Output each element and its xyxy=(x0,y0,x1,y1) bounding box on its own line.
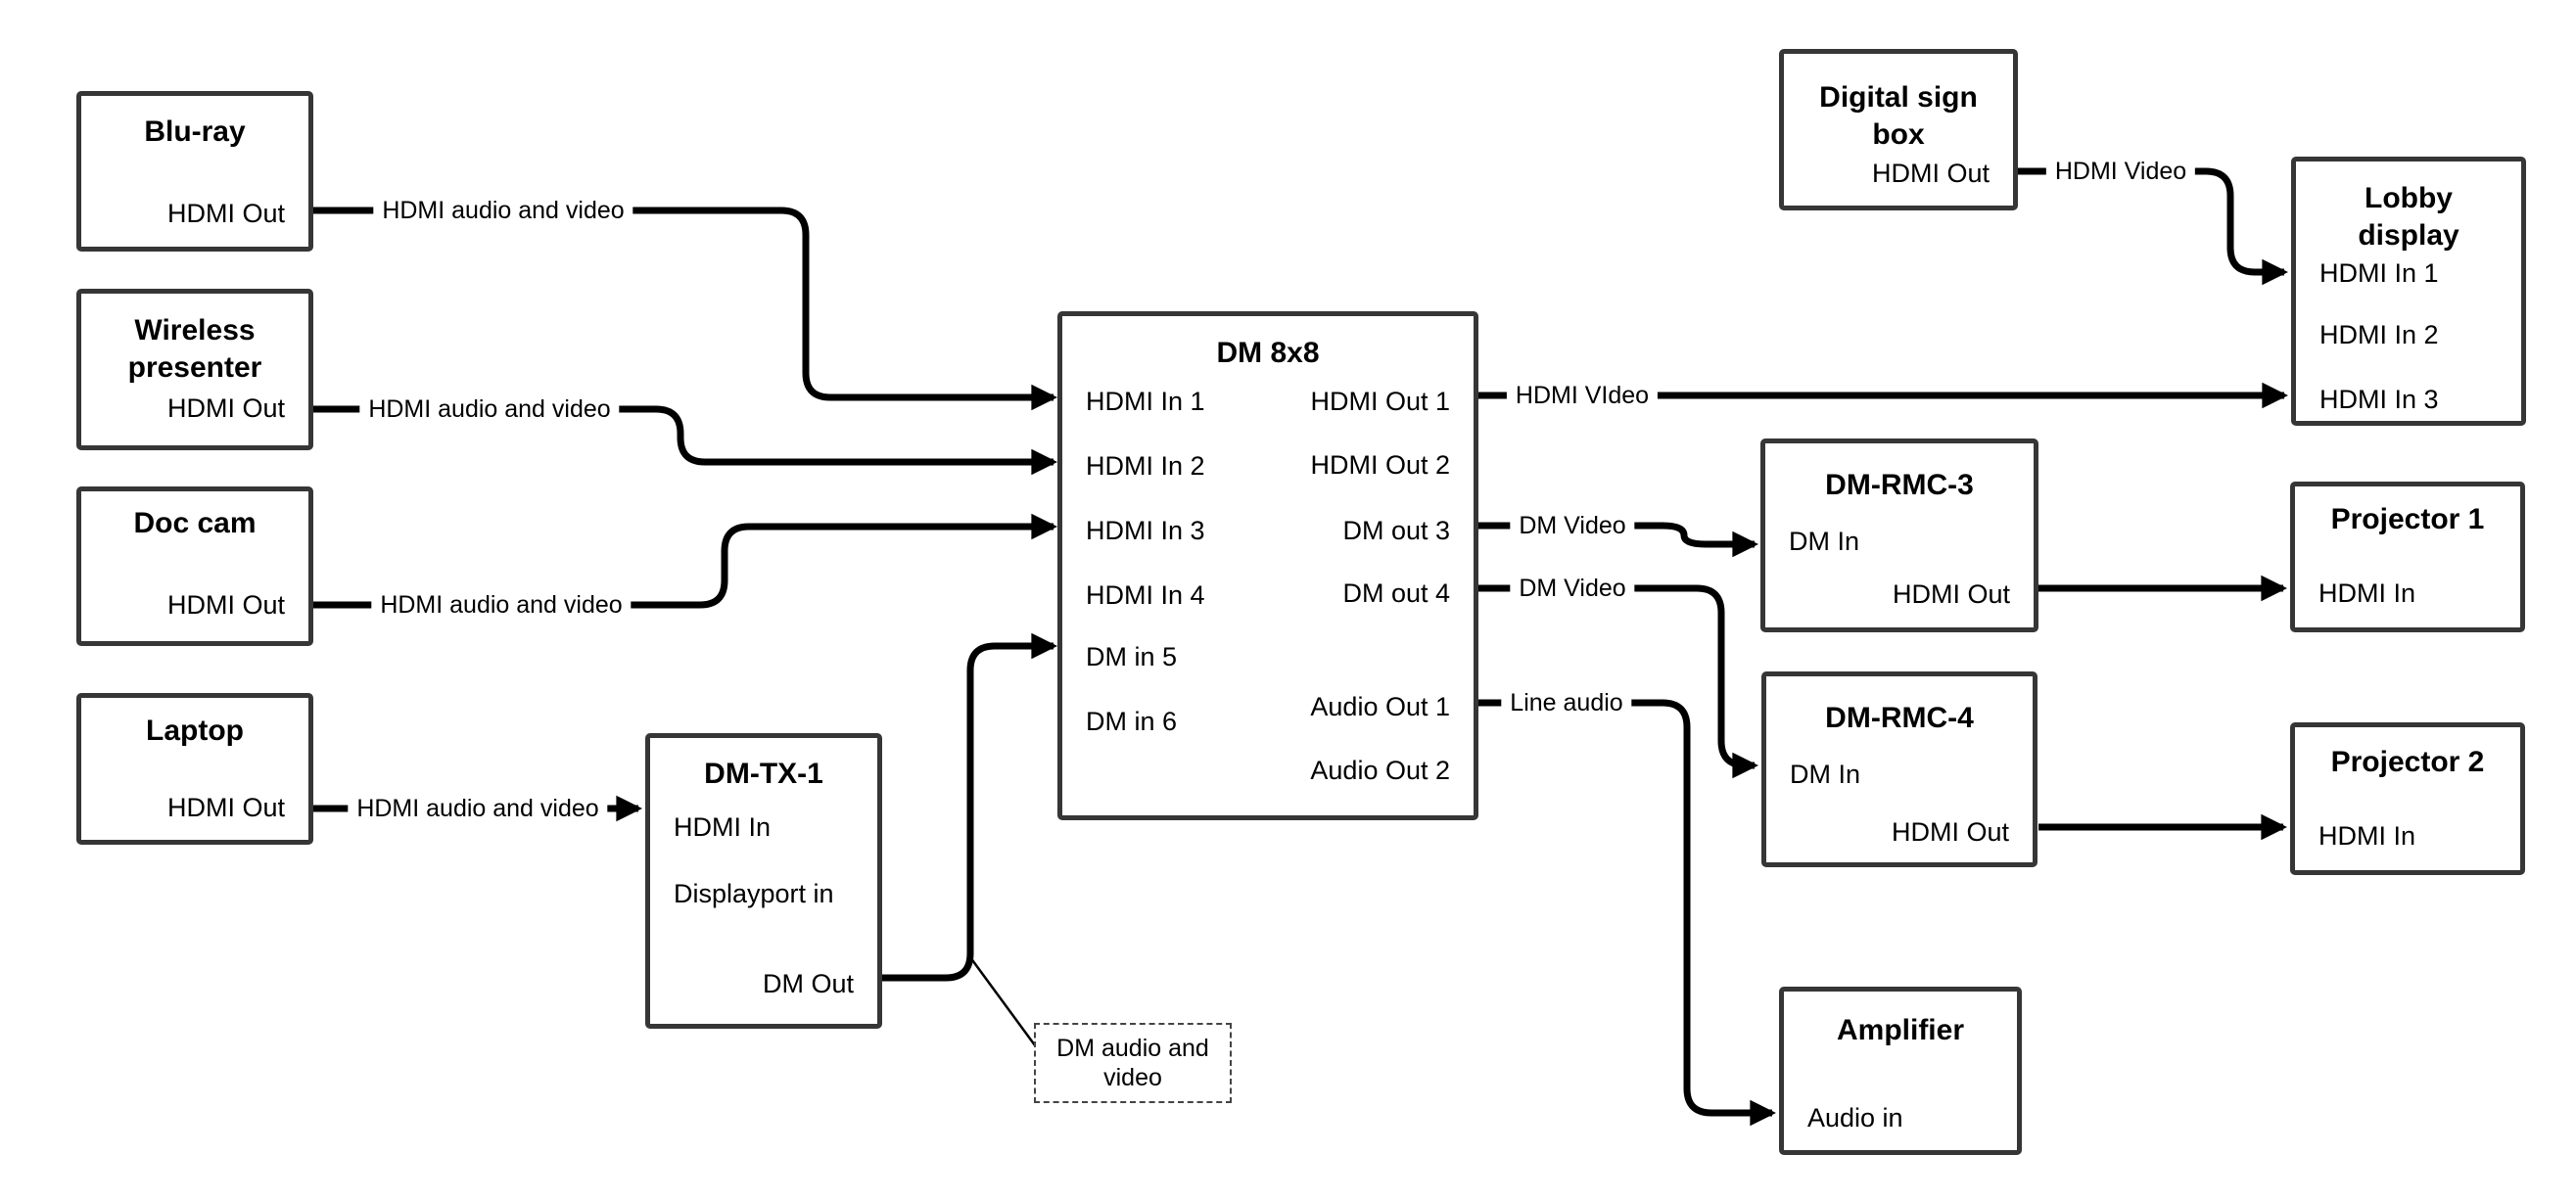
port-hdmi-in-3: HDMI In 3 xyxy=(1086,516,1205,545)
port-hdmi-in-3: HDMI In 3 xyxy=(2319,385,2439,414)
port-hdmi-out: HDMI Out xyxy=(1871,159,1990,188)
port-hdmi-in-1: HDMI In 1 xyxy=(2319,258,2439,288)
port-hdmi-in: HDMI In xyxy=(2318,578,2416,608)
port-dm-out-4: DM out 4 xyxy=(1342,578,1450,608)
port-hdmi-in: HDMI In xyxy=(2318,821,2416,851)
box-title: Blu-ray xyxy=(144,115,246,148)
wire-label-dm-video-out3: DM Video xyxy=(1510,511,1635,540)
device-box-dm-8x8: DM 8x8 HDMI In 1 HDMI In 2 HDMI In 3 HDM… xyxy=(1057,311,1478,820)
wire-label-hdmi-av-doccam: HDMI audio and video xyxy=(371,590,632,620)
wire-label-hdmi-av-bluray: HDMI audio and video xyxy=(373,196,633,225)
annotation-text: DM audio and video xyxy=(1056,1035,1209,1091)
box-title: Wireless presenter xyxy=(127,314,262,384)
device-box-projector-2: Projector 2 HDMI In xyxy=(2290,722,2525,875)
port-hdmi-out-2: HDMI Out 2 xyxy=(1310,450,1450,480)
port-audio-out-1: Audio Out 1 xyxy=(1310,692,1450,721)
wire-dm8x8-audio1-to-amp xyxy=(1478,699,1776,1127)
box-title: Lobby display xyxy=(2358,182,2459,252)
device-box-bluray: Blu-ray HDMI Out xyxy=(76,91,313,252)
wire-bluray-to-dm8x8-in1 xyxy=(313,207,1057,411)
port-hdmi-out-1: HDMI Out 1 xyxy=(1310,387,1450,416)
port-dm-in-5: DM in 5 xyxy=(1086,642,1178,671)
wire-dmtx1-to-dm8x8-in5 xyxy=(882,632,1057,982)
wire-label-line-audio: Line audio xyxy=(1501,688,1632,717)
port-dm-in-6: DM in 6 xyxy=(1086,707,1178,736)
device-box-wireless-presenter: Wireless presenter HDMI Out xyxy=(76,289,313,450)
wire-label-hdmi-video-sign: HDMI Video xyxy=(2045,157,2196,186)
box-title: Doc cam xyxy=(133,507,257,539)
device-box-laptop: Laptop HDMI Out xyxy=(76,693,313,845)
wire-digital-sign-to-lobby-in1 xyxy=(2018,167,2288,286)
port-dm-out: DM Out xyxy=(762,969,854,998)
box-title: Digital sign box xyxy=(1819,81,1978,151)
device-box-dm-rmc-4: DM-RMC-4 DM In HDMI Out xyxy=(1761,671,2037,867)
port-hdmi-in-2: HDMI In 2 xyxy=(1086,451,1205,481)
wire-doccam-to-dm8x8-in3 xyxy=(313,513,1057,609)
port-hdmi-in: HDMI In xyxy=(674,812,772,842)
box-title: Projector 2 xyxy=(2330,746,2485,778)
port-hdmi-in-1: HDMI In 1 xyxy=(1086,387,1205,416)
note-leader-line xyxy=(968,956,1037,1046)
box-title: Laptop xyxy=(146,715,244,747)
port-audio-out-2: Audio Out 2 xyxy=(1310,756,1450,785)
device-box-digital-sign: Digital sign box HDMI Out xyxy=(1779,49,2018,210)
device-box-projector-1: Projector 1 HDMI In xyxy=(2290,482,2525,632)
device-box-doc-cam: Doc cam HDMI Out xyxy=(76,486,313,646)
port-hdmi-out: HDMI Out xyxy=(1891,817,2009,847)
wire-dm8x8-out3-to-rmc3 xyxy=(1478,522,1758,558)
wire-wireless-to-dm8x8-in2 xyxy=(313,405,1057,476)
port-hdmi-out: HDMI Out xyxy=(166,199,285,228)
port-hdmi-out: HDMI Out xyxy=(166,393,285,423)
port-dm-in: DM In xyxy=(1790,760,1861,789)
port-hdmi-out: HDMI Out xyxy=(166,793,285,822)
device-box-lobby-display: Lobby display HDMI In 1 HDMI In 2 HDMI I… xyxy=(2291,157,2526,426)
wire-label-hdmi-av-laptop: HDMI audio and video xyxy=(348,794,608,823)
device-box-amplifier: Amplifier Audio in xyxy=(1779,987,2022,1155)
port-hdmi-out: HDMI Out xyxy=(166,590,285,620)
port-hdmi-out: HDMI Out xyxy=(1892,579,2010,609)
wire-label-hdmi-video-out1: HDMI VIdeo xyxy=(1506,381,1659,410)
device-box-dm-tx-1: DM-TX-1 HDMI In Displayport in DM Out xyxy=(645,733,882,1029)
port-dm-out-3: DM out 3 xyxy=(1342,516,1450,545)
box-title: DM-RMC-3 xyxy=(1825,469,1974,501)
box-title: DM-TX-1 xyxy=(704,758,823,790)
wire-label-hdmi-av-wireless: HDMI audio and video xyxy=(359,394,620,424)
annotation-dm-audio-video: DM audio and video xyxy=(1034,1023,1232,1103)
wire-dm8x8-out4-to-rmc4 xyxy=(1478,584,1758,779)
box-title: Amplifier xyxy=(1836,1014,1965,1046)
device-box-dm-rmc-3: DM-RMC-3 DM In HDMI Out xyxy=(1760,439,2038,632)
port-hdmi-in-4: HDMI In 4 xyxy=(1086,580,1205,610)
box-title: Projector 1 xyxy=(2330,503,2485,535)
port-audio-in: Audio in xyxy=(1807,1103,1903,1132)
port-hdmi-in-2: HDMI In 2 xyxy=(2319,320,2439,349)
port-dm-in: DM In xyxy=(1789,527,1860,556)
box-title: DM-RMC-4 xyxy=(1825,702,1974,734)
port-displayport-in: Displayport in xyxy=(674,879,834,908)
wire-label-dm-video-out4: DM Video xyxy=(1510,574,1635,603)
box-title: DM 8x8 xyxy=(1216,337,1320,369)
